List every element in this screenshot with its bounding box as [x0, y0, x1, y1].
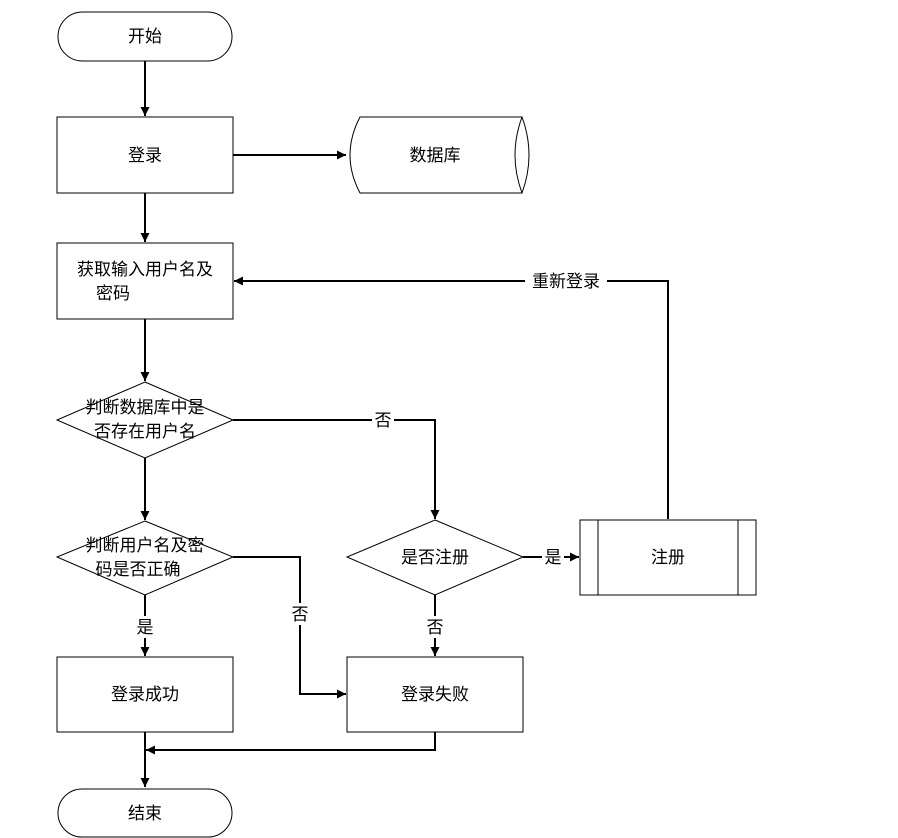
edge-label-user-not-exist: 否: [375, 411, 392, 431]
get-input-process: 获取输入用户名及 密码: [56, 242, 234, 320]
check-password-label-line1: 判断用户名及密: [86, 536, 205, 556]
edge-label-password-wrong: 否: [292, 605, 309, 625]
register-subprocess: 注册: [579, 519, 757, 596]
edge-login-fail-to-end: [146, 732, 436, 755]
database-storage: 数据库: [349, 116, 530, 194]
register-question-decision: 是否注册: [345, 519, 525, 596]
get-input-label-line2: 密码: [96, 284, 130, 304]
database-label: 数据库: [410, 146, 461, 166]
start-label: 开始: [128, 27, 162, 47]
edge-check-user-no-to-register-q: [233, 419, 440, 519]
edge-label-password-right: 是: [137, 618, 154, 638]
check-user-label-line1: 判断数据库中是: [86, 398, 205, 418]
login-success-label: 登录成功: [111, 685, 179, 705]
register-label: 注册: [651, 548, 685, 568]
login-fail-label: 登录失败: [401, 685, 469, 705]
check-password-decision: 判断用户名及密 码是否正确: [55, 520, 235, 596]
start-terminator: 开始: [57, 11, 233, 62]
login-label: 登录: [128, 146, 162, 166]
check-user-label-line2: 否存在用户名: [94, 422, 196, 442]
edge-label-register-yes: 是: [545, 548, 562, 568]
end-label: 结束: [128, 804, 162, 824]
get-input-label-line1: 获取输入用户名及: [77, 260, 213, 280]
edge-label-register-no: 否: [427, 618, 444, 638]
check-user-decision: 判断数据库中是 否存在用户名: [55, 381, 235, 459]
edge-check-password-no-to-login-fail: [233, 556, 346, 699]
register-question-label: 是否注册: [401, 548, 469, 568]
check-password-label-line2: 码是否正确: [96, 560, 181, 580]
login-fail-process: 登录失败: [346, 656, 524, 733]
edge-register-relogin-to-get-input: [234, 276, 669, 519]
edge-label-relogin: 重新登录: [532, 272, 600, 292]
end-terminator: 结束: [57, 788, 233, 838]
login-process: 登录: [56, 116, 234, 194]
login-success-process: 登录成功: [56, 656, 234, 733]
